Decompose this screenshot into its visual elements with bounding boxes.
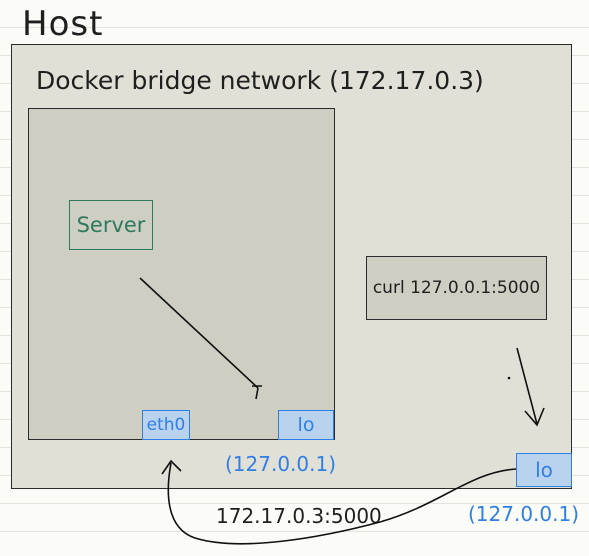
server-to-loopback-line-tick xyxy=(252,385,262,400)
curl-down-arrow-head xyxy=(524,407,545,427)
bridge-target-address: 172.17.0.3:5000 xyxy=(216,504,382,528)
bridge-network-label: Docker bridge network (172.17.0.3) xyxy=(36,66,484,95)
container-loopback-address: (127.0.0.1) xyxy=(225,452,337,476)
curl-command-box: curl 127.0.0.1:5000 xyxy=(366,256,547,320)
host-to-eth0-curve-head xyxy=(161,459,182,475)
host-loopback-address: (127.0.0.1) xyxy=(468,502,580,526)
host-to-eth0-curve xyxy=(167,462,517,545)
server-box: Server xyxy=(69,200,153,250)
container-loopback-interface: lo xyxy=(278,410,334,440)
host-label: Host xyxy=(22,4,104,44)
curl-down-arrow xyxy=(516,347,538,425)
host-loopback-interface: lo xyxy=(516,453,572,487)
eth0-interface: eth0 xyxy=(142,410,190,440)
bridge-network-box xyxy=(28,108,335,440)
server-to-loopback-line xyxy=(139,277,259,389)
stray-dot xyxy=(507,376,511,380)
